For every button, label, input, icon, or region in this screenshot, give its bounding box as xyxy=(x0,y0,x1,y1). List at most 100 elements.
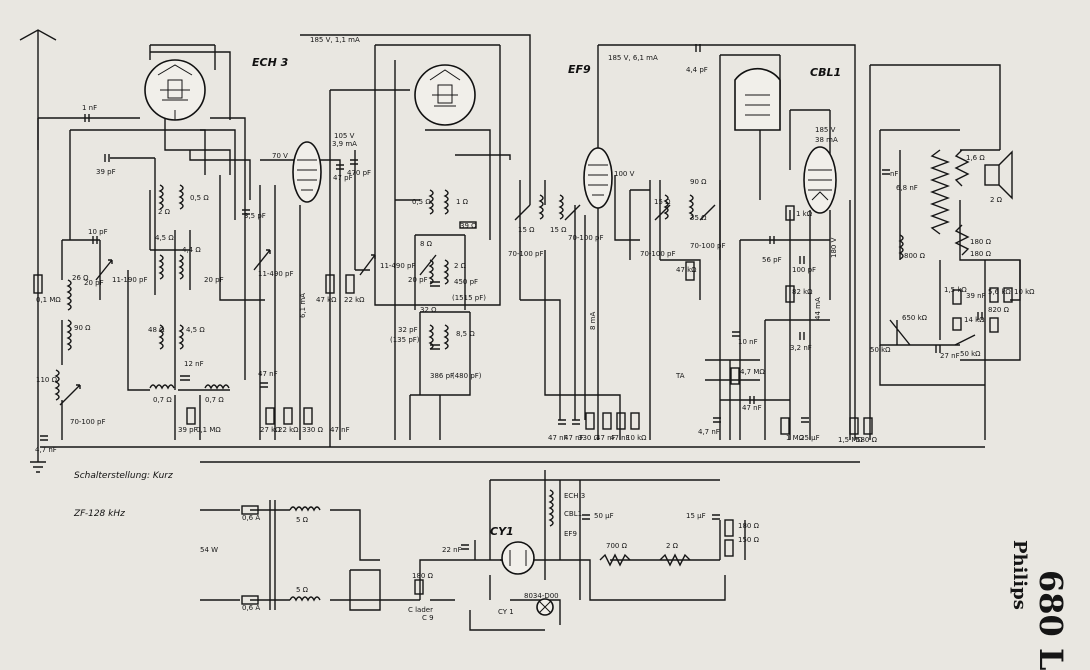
label-tube-cbl1: CBL1 xyxy=(810,66,841,79)
label-l90b: 90 Ω xyxy=(690,178,707,186)
label-v8ma: 8 mA xyxy=(589,312,597,330)
label-tube-cy1: CY1 xyxy=(490,525,514,538)
label-c10pf: 10 pF xyxy=(88,228,108,236)
label-v70: 70 V xyxy=(272,152,288,160)
label-l07b: 0,7 Ω xyxy=(205,396,224,404)
label-c47pf: 47 pF xyxy=(333,174,353,182)
label-c15uf: 15 µF xyxy=(686,512,706,520)
label-v180: 180 V xyxy=(830,237,838,258)
brand-block: Philips 680 L xyxy=(1009,490,1090,670)
label-c450: 450 pF xyxy=(454,278,478,286)
label-c10nf: 10 nF xyxy=(738,338,758,346)
label-r150: 150 Ω xyxy=(738,536,760,544)
label-f06a-2: 0,6 A xyxy=(242,604,260,612)
label-r47k-b: 47 kΩ xyxy=(676,266,697,274)
tube-cbl1-symbol xyxy=(803,146,837,214)
label-c70-100-c: 70-100 pF xyxy=(568,234,604,242)
label-r330b: 330 Ω xyxy=(578,434,600,442)
label-r180d: 180 Ω xyxy=(412,572,434,580)
label-v105: 105 V xyxy=(334,132,355,140)
tube-ef9-symbol xyxy=(583,147,613,209)
label-r22k-b: 22 kΩ xyxy=(278,426,299,434)
label-c9: C 9 xyxy=(422,614,434,622)
label-l45a: 4,5 Ω xyxy=(155,234,174,242)
label-l110: 110 Ω xyxy=(36,376,58,384)
tube-cbl1-selector-symbol xyxy=(734,67,781,131)
label-l800: 800 Ω xyxy=(904,252,926,260)
label-l32: 32 Ω xyxy=(420,306,437,314)
label-c-lader: C lader xyxy=(408,606,433,614)
label-c22nf: 22 nF xyxy=(442,546,462,554)
label-l2c: 2 Ω xyxy=(990,196,1003,204)
tube-ef9-hexode-symbol xyxy=(414,64,476,126)
label-r50k-b: 50 kΩ xyxy=(960,350,981,358)
label-r22k-a: 22 kΩ xyxy=(344,296,365,304)
label-r820: 820 Ω xyxy=(988,306,1010,314)
label-watt: 54 W xyxy=(200,546,218,554)
label-c35pf: 3,5 pF xyxy=(244,212,266,220)
label-l48: 48 Ω xyxy=(148,326,165,334)
label-l26: 26 Ω xyxy=(72,274,89,282)
label-v39ma: 3,9 mA xyxy=(332,140,357,148)
label-c70-100-a: 70-100 pF xyxy=(70,418,106,426)
label-c11-490b: 11-490 pF xyxy=(380,262,416,270)
label-c135: (135 pF) xyxy=(390,336,420,344)
capacitors xyxy=(40,44,983,550)
label-l85: 8,5 Ω xyxy=(456,330,475,338)
tube-cy1-symbol xyxy=(501,541,535,575)
label-switch-position: Schalterstellung: Kurz xyxy=(74,471,173,481)
label-l35: 35 Ω xyxy=(690,214,707,222)
label-v44ma: 44 mA xyxy=(814,297,822,320)
label-r700: 700 Ω xyxy=(606,542,628,550)
label-r01m-b: 0,1 MΩ xyxy=(196,426,221,434)
label-c47nf-b: 47 nF xyxy=(258,370,278,378)
label-v185: 185 V xyxy=(815,126,836,134)
label-l90: 90 Ω xyxy=(74,324,91,332)
label-heaters-ech3: ECH 3 xyxy=(564,492,585,500)
speaker-symbol xyxy=(984,150,1013,200)
label-r01m: 0,1 MΩ xyxy=(36,296,61,304)
label-l16: 1,6 Ω xyxy=(966,154,985,162)
label-v100: 100 V xyxy=(614,170,635,178)
label-tube-ech3: ECH 3 xyxy=(252,56,289,69)
label-c386: 386 pF xyxy=(430,372,454,380)
label-r180c: 180 Ω xyxy=(738,522,760,530)
label-c1nf: 1 nF xyxy=(82,104,97,112)
label-r15m: 1,5 MΩ xyxy=(838,436,863,444)
label-r330: 330 Ω xyxy=(302,426,324,434)
label-c39nf: 39 nF xyxy=(966,292,986,300)
label-c32nf: 3,2 nF xyxy=(790,344,812,352)
label-c20pf-a: 20 pF xyxy=(84,279,104,287)
label-r82k: 82 kΩ xyxy=(792,288,813,296)
label-r50k: 50 kΩ xyxy=(870,346,891,354)
label-v185-11: 185 V, 1,1 mA xyxy=(310,36,360,44)
label-c25uf: 25 µF xyxy=(800,434,820,442)
label-l8: 8 Ω xyxy=(420,240,433,248)
label-l05: 0,5 Ω xyxy=(190,194,209,202)
label-l15c: 15 Ω xyxy=(654,198,671,206)
label-c1515: (1515 pF) xyxy=(452,294,486,302)
label-r27k: 27 kΩ xyxy=(260,426,281,434)
label-l05b: 0,5 Ω xyxy=(412,198,431,206)
label-if-frequency: ZF-128 kHz xyxy=(73,509,125,519)
label-v38ma: 38 mA xyxy=(815,136,838,144)
label-c12nf: 12 nF xyxy=(184,360,204,368)
label-c47nf-f: 47 nF xyxy=(596,434,616,442)
label-c39pf-b: 39 pF xyxy=(178,426,198,434)
tube-ech3-second-symbol xyxy=(292,141,322,203)
label-r1m: 1 MΩ xyxy=(786,434,805,442)
label-v61ma: 6,1 mA xyxy=(299,293,307,318)
label-c47nf-g: 47 nF xyxy=(610,434,630,442)
label-c50uf: 50 µF xyxy=(594,512,614,520)
label-tube-ef9: EF9 xyxy=(568,63,591,76)
label-l2b: 2 Ω xyxy=(454,262,467,270)
label-r14k: 14 kΩ xyxy=(964,316,985,324)
label-c100pf: 100 pF xyxy=(792,266,816,274)
label-c11-490: 11-490 pF xyxy=(258,270,294,278)
label-r10k-b: 10 kΩ xyxy=(1014,288,1035,296)
label-r2: 2 Ω xyxy=(666,542,679,550)
label-c70-100-b: 70-100 pF xyxy=(508,250,544,258)
label-r15k: 1,5 kΩ xyxy=(944,286,967,294)
label-c47nf-h: 47 nF xyxy=(742,404,762,412)
